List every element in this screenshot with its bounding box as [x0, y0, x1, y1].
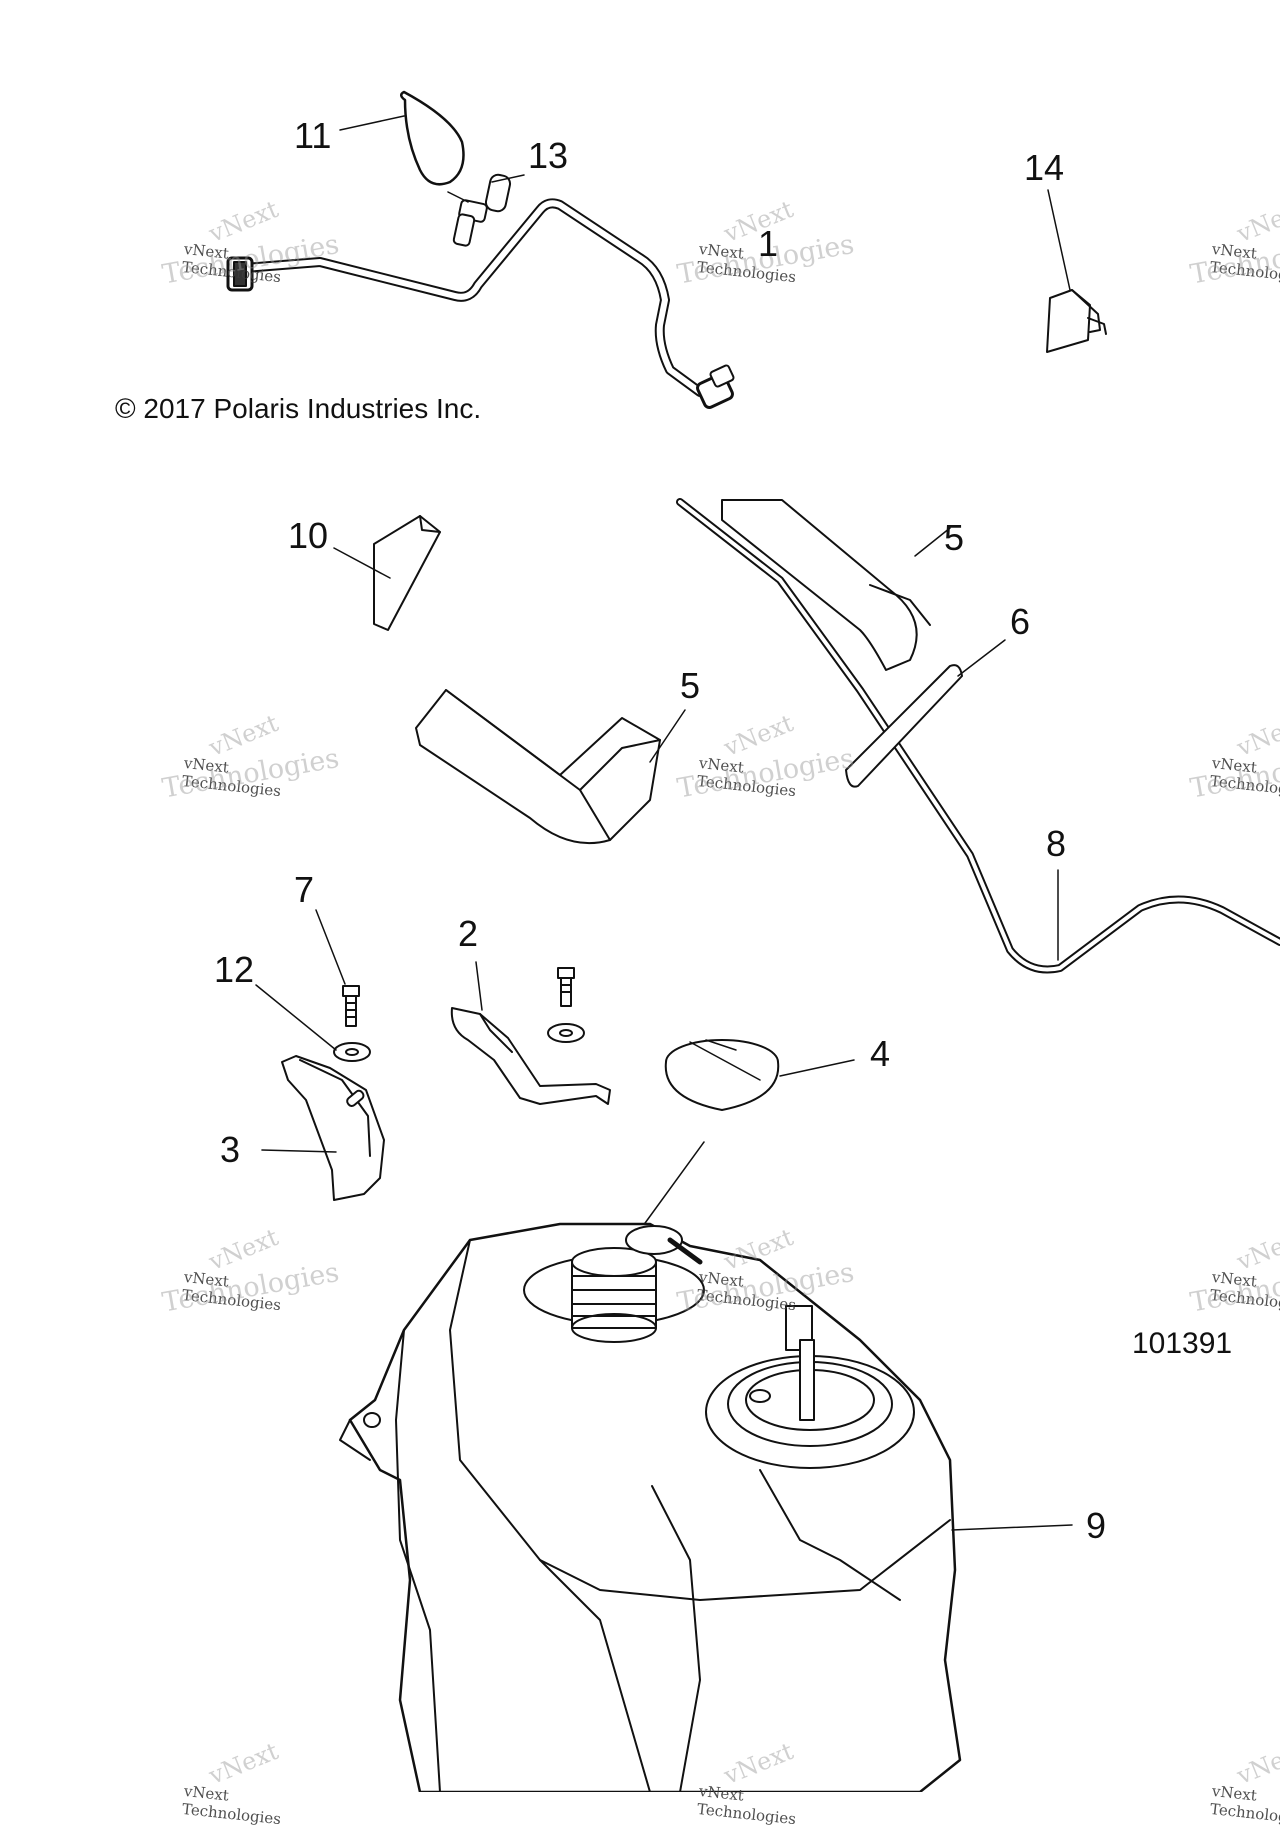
callout-5-upper: 5	[944, 517, 965, 558]
callout-9: 9	[1086, 1505, 1107, 1546]
rod-part-8	[676, 498, 1280, 974]
fitting-part-13	[452, 173, 525, 247]
pad-part-5-middle	[415, 689, 686, 845]
vent-hose-part-1	[226, 198, 735, 409]
bracket-part-2	[450, 961, 611, 1105]
callout-7: 7	[294, 869, 315, 910]
callout-8: 8	[1046, 823, 1067, 864]
callout-2: 2	[458, 913, 479, 954]
strap-part-6	[845, 639, 1006, 788]
callout-10: 10	[288, 515, 329, 556]
callout-1: 1	[758, 223, 779, 264]
bolt-part-7	[315, 909, 575, 1027]
clamp-part-11	[339, 90, 469, 203]
pad-part-10	[333, 515, 441, 631]
bracket-part-3	[261, 1055, 385, 1201]
callout-14: 14	[1024, 147, 1065, 188]
callout-6: 6	[1010, 601, 1031, 642]
callout-13: 13	[528, 135, 569, 176]
callout-5-middle: 5	[680, 665, 701, 706]
diagram-number: 101391	[1132, 1327, 1233, 1360]
callout-3: 3	[220, 1129, 241, 1170]
fuel-tank-part-9	[339, 1222, 1073, 1792]
washer-part-12	[255, 984, 585, 1062]
cap-part-4	[639, 1039, 855, 1231]
clip-part-14	[1046, 189, 1107, 353]
copyright-notice: © 2017 Polaris Industries Inc.	[115, 393, 482, 424]
callout-4: 4	[870, 1033, 891, 1074]
pad-part-5-upper	[721, 499, 951, 671]
callout-12: 12	[214, 949, 255, 990]
callout-11: 11	[294, 115, 332, 156]
